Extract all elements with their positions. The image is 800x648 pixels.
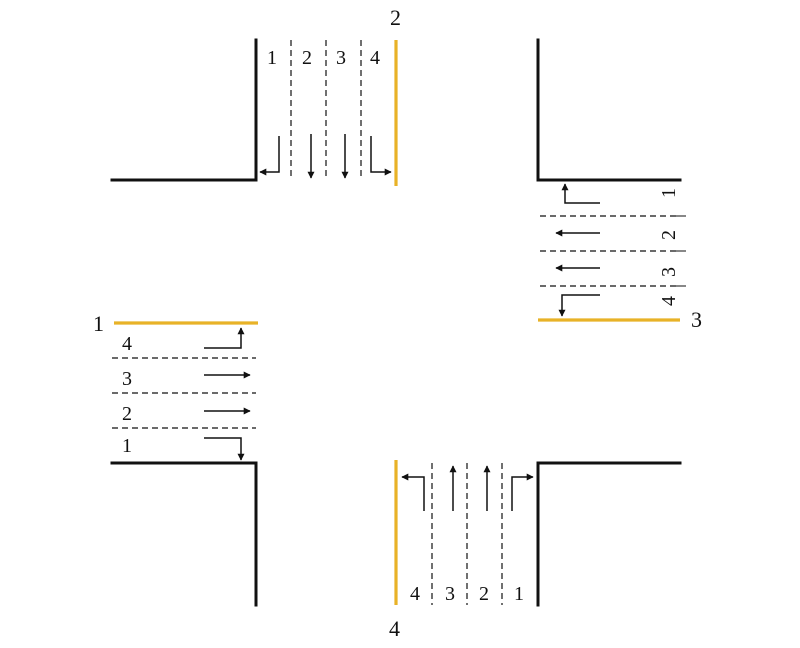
lane-label: 1 (122, 435, 132, 457)
lane-label: 4 (658, 296, 680, 306)
lane-label: 1 (514, 583, 524, 605)
left-turn-arrow (558, 294, 600, 317)
lane-arrows (204, 134, 600, 511)
lane-label: 3 (122, 368, 132, 390)
lane-label: 3 (336, 47, 346, 69)
right-turn-arrow (204, 437, 245, 461)
left-turn-arrow (204, 327, 245, 349)
lane-label: 2 (302, 47, 312, 69)
approach-label-west: 1 (93, 311, 104, 336)
approach-labels: 1 2 3 4 (93, 5, 702, 641)
lane-label: 4 (370, 47, 380, 69)
right-turn-arrow (561, 183, 600, 204)
east-label-ticks (672, 215, 686, 287)
lane-label: 4 (410, 583, 420, 605)
lane-labels: 1 2 3 4 1 2 3 4 4 3 2 1 4 3 2 1 (122, 47, 680, 605)
lane-label: 2 (122, 403, 132, 425)
approach-label-north: 2 (390, 5, 401, 30)
centerlines (114, 40, 680, 605)
lane-label: 4 (122, 333, 132, 355)
lane-label: 3 (658, 267, 680, 277)
curb-northwest (110, 38, 258, 182)
lane-label: 2 (479, 583, 489, 605)
left-turn-arrow (401, 473, 425, 511)
lane-label: 1 (267, 47, 277, 69)
left-turn-arrow (370, 136, 392, 176)
right-turn-arrow (511, 473, 534, 511)
right-turn-arrow (259, 136, 280, 176)
lane-dividers (112, 40, 680, 605)
curb-southwest (110, 461, 258, 607)
lane-label: 3 (445, 583, 455, 605)
curb-southeast (536, 461, 682, 607)
approach-label-east: 3 (691, 307, 702, 332)
lane-label: 2 (658, 230, 680, 240)
lane-label: 1 (658, 188, 680, 198)
curbs (110, 38, 682, 607)
curb-northeast (536, 38, 682, 182)
approach-label-south: 4 (389, 616, 400, 641)
